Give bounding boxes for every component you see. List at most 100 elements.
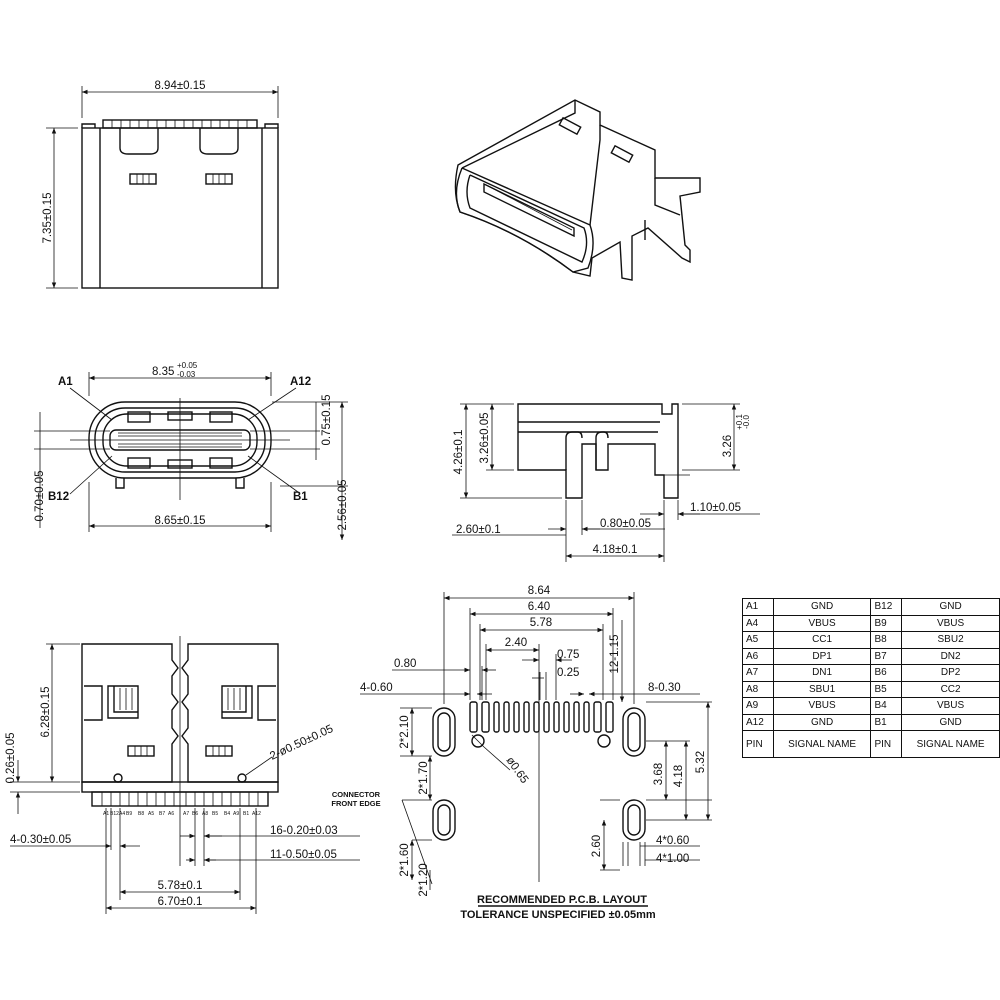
pin-signal-table: A1 GND B12 GND A4 VBUS B9 VBUS A5 CC1 B8… (742, 598, 1000, 758)
bottom-dim-11x050: 11-0.50±0.05 (270, 849, 337, 861)
top-width-dim: 8.94±0.15 (154, 80, 205, 92)
signal-cell: GND (901, 598, 1000, 616)
top-view: 8.94±0.15 7.35±0.15 (42, 80, 279, 289)
label-a12: A12 (290, 376, 311, 388)
pin-label: B4 (224, 811, 230, 817)
pcb-layout: ø0.65 8.64 6.40 5.78 2.40 0.75 0.25 (331, 585, 712, 921)
pcb-dim-260: 2.60 (591, 835, 603, 857)
signal-cell: GND (901, 713, 1000, 731)
pin-cell: A12 (742, 713, 774, 731)
bottom-dim-578: 5.78±0.1 (158, 880, 203, 892)
table-row: A8 SBU1 B5 CC2 (742, 680, 1000, 698)
table-row: A9 VBUS B4 VBUS (742, 697, 1000, 715)
pcb-dim-4x060-right: 4*0.60 (656, 835, 689, 847)
top-clip-left (119, 128, 159, 155)
pcb-dim-418: 4.18 (673, 765, 685, 787)
side-dim-426: 4.26±0.1 (453, 430, 465, 475)
pin-cell: A1 (742, 598, 774, 616)
bottom-hole-left (113, 773, 123, 783)
front-view: A1 A12 B12 B1 8.35 +0.05 -0.03 8.65±0.15… (34, 361, 349, 540)
pcb-caption: RECOMMENDED P.C.B. LAYOUT (477, 894, 647, 906)
iso-opening (466, 174, 588, 263)
pin-cell: A6 (742, 647, 774, 665)
label-b12: B12 (48, 491, 69, 503)
pin-label: A7 (183, 811, 189, 817)
pcb-connector-label-1: CONNECTOR (332, 790, 381, 799)
side-dim-418: 4.18±0.1 (593, 544, 638, 556)
side-dim-260: 2.60±0.1 (456, 524, 501, 536)
front-width-bottom-dim: 8.65±0.15 (154, 515, 205, 527)
signal-header: SIGNAL NAME (772, 730, 872, 758)
signal-cell: CC2 (901, 680, 1000, 698)
bottom-clip-right (221, 685, 276, 721)
side-view: 4.26±0.1 3.26±0.05 3.26 +0.1 -0.0 1.10±0… (452, 403, 760, 562)
pcb-dim-8x030: 8-0.30 (648, 682, 681, 694)
pin-label: A12 (252, 811, 261, 817)
table-header-row: PIN SIGNAL NAME PIN SIGNAL NAME (742, 730, 1000, 758)
pin-label: A4 (119, 811, 125, 817)
pin-label: A8 (202, 811, 208, 817)
pcb-slot-bottom-left (432, 799, 456, 841)
pin-label: A5 (148, 811, 154, 817)
pin-label: B7 (159, 811, 165, 817)
table-row: A6 DP1 B7 DN2 (742, 647, 1000, 665)
signal-cell: DP2 (901, 664, 1000, 682)
signal-cell: VBUS (901, 614, 1000, 632)
pcb-dim-368: 3.68 (653, 763, 665, 785)
pcb-dim-2x210: 2*2.10 (399, 715, 411, 748)
pin-label: B9 (126, 811, 132, 817)
bottom-dim-628: 6.28±0.15 (40, 686, 52, 737)
pin-label: B1 (243, 811, 249, 817)
top-height-dim: 7.35±0.15 (42, 192, 54, 243)
pin-cell: A9 (742, 697, 774, 715)
pin-label: B8 (138, 811, 144, 817)
bottom-pin-labels: A1 B12 A4 B9 B8 A5 B7 A6 A7 B6 A8 B5 B4 … (103, 811, 261, 817)
pin-cell: B8 (870, 631, 903, 649)
pin-cell: A7 (742, 664, 774, 682)
pcb-dim-864: 8.64 (528, 585, 551, 597)
pcb-tolerance: TOLERANCE UNSPECIFIED ±0.05mm (460, 909, 656, 921)
pcb-dim-578: 5.78 (530, 617, 552, 629)
signal-cell: CC1 (772, 631, 872, 649)
signal-cell: GND (772, 598, 872, 616)
table-row: A12 GND B1 GND (742, 713, 1000, 731)
front-width-top-tol-lower: -0.03 (177, 370, 196, 379)
signal-cell: VBUS (772, 614, 872, 632)
pin-label: A9 (233, 811, 239, 817)
top-windows-left (129, 173, 157, 185)
pin-label: B5 (212, 811, 218, 817)
top-view-body (81, 127, 279, 289)
pcb-dim-025: 0.25 (557, 667, 579, 679)
pin-cell: B4 (870, 697, 903, 715)
pin-header: PIN (870, 730, 903, 758)
pin-cell: B1 (870, 713, 903, 731)
pcb-connector-label-2: FRONT EDGE (331, 799, 380, 808)
pin-cell: B7 (870, 647, 903, 665)
pcb-slot-bottom-right (622, 799, 646, 841)
front-width-top-tol-upper: +0.05 (177, 361, 198, 370)
signal-cell: DN1 (772, 664, 872, 682)
pcb-slot-top-right (622, 707, 646, 757)
top-windows-right (205, 173, 233, 185)
signal-cell: DP1 (772, 647, 872, 665)
pcb-dim-4x100: 4*1.00 (656, 853, 689, 865)
pcb-dim-2x170: 2*1.70 (418, 761, 430, 794)
pcb-dim-080: 0.80 (394, 658, 416, 670)
front-dim-256: 2.56±0.05 (337, 479, 349, 530)
pcb-dim-075: 0.75 (557, 649, 579, 661)
pin-cell: A4 (742, 614, 774, 632)
pcb-hole-left (471, 734, 485, 748)
isometric-view (454, 99, 701, 281)
pcb-dim-4x060-left: 4-0.60 (360, 682, 393, 694)
side-dim-080: 0.80±0.05 (600, 518, 651, 530)
bottom-pin-row (81, 781, 279, 807)
pin-cell: B9 (870, 614, 903, 632)
side-outline (517, 403, 679, 499)
bottom-dim-026: 0.26±0.05 (5, 732, 17, 783)
bottom-windows (127, 745, 233, 757)
pcb-slot-top-left (432, 707, 456, 757)
bottom-body-right (181, 643, 279, 783)
side-dim-326-right-tol-upper: +0.1 (735, 414, 744, 430)
bottom-dim-670: 6.70±0.1 (158, 896, 203, 908)
